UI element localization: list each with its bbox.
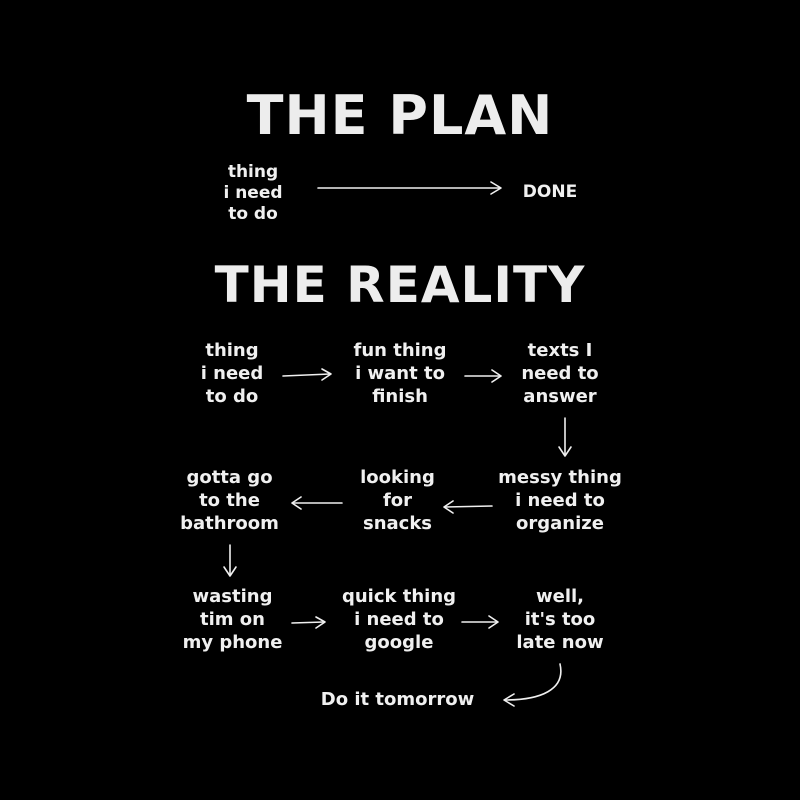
- arrow-3-to-4: [558, 417, 572, 457]
- arrow-6-to-7: [223, 544, 237, 577]
- reality-node-2: fun thing i want to finish: [353, 340, 447, 407]
- arrow-2-to-3: [464, 369, 502, 383]
- arrow-7-to-8: [291, 616, 326, 629]
- reality-node-9: well, it's too late now: [516, 586, 604, 653]
- reality-node-4: messy thing i need to organize: [498, 467, 622, 534]
- arrow-4-to-5: [443, 500, 493, 514]
- arrow-1-to-2: [282, 368, 332, 381]
- reality-node-5: looking for snacks: [360, 467, 435, 534]
- reality-node-10: Do it tomorrow: [320, 689, 475, 710]
- reality-node-1: thing i need to do: [200, 340, 264, 407]
- reality-node-6: gotta go to the bathroom: [180, 467, 279, 534]
- arrow-8-to-9: [461, 615, 499, 629]
- arrow-9-to-10: [503, 663, 562, 707]
- plan-title: THE PLAN: [246, 84, 554, 147]
- plan-start-node: thing i need to do: [223, 162, 283, 224]
- arrow-5-to-6: [291, 496, 343, 510]
- reality-node-3: texts I need to answer: [521, 340, 599, 407]
- reality-title: THE REALITY: [214, 256, 586, 314]
- reality-node-7: wasting tim on my phone: [182, 586, 283, 653]
- reality-node-8: quick thing i need to google: [341, 586, 457, 653]
- plan-end-node: DONE: [522, 182, 578, 202]
- plan-arrow: [317, 181, 502, 195]
